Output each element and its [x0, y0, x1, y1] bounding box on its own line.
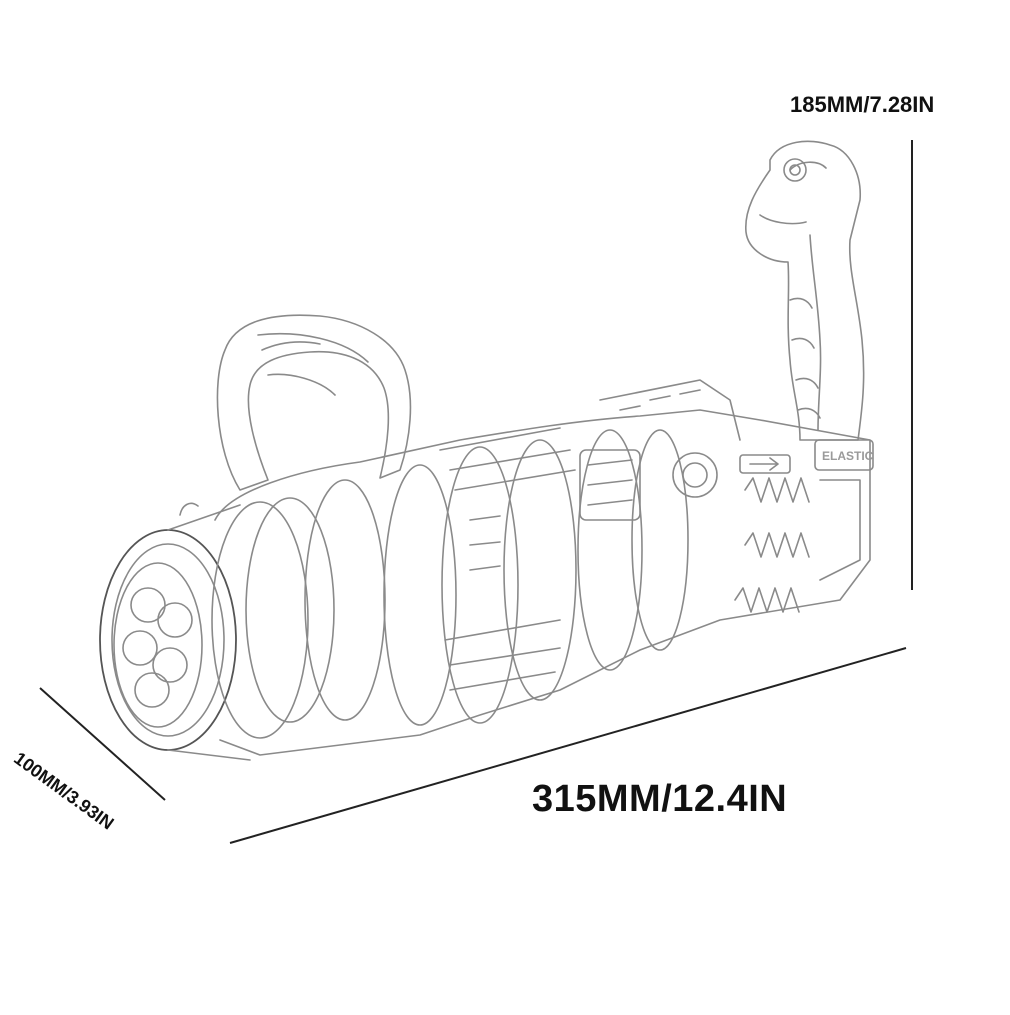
front-nozzle	[99, 502, 251, 761]
height-label: 185MM/7.28IN	[790, 92, 935, 117]
rear-springs: ELASTIC	[734, 439, 874, 613]
barrel-body	[211, 379, 871, 756]
width-dimension-line	[39, 687, 166, 801]
carry-handle	[216, 314, 412, 491]
elastic-tag: ELASTIC	[822, 449, 874, 463]
length-label: 315MM/12.4IN	[532, 778, 788, 820]
rear-grip	[745, 140, 865, 441]
length-dimension-line	[229, 647, 907, 844]
